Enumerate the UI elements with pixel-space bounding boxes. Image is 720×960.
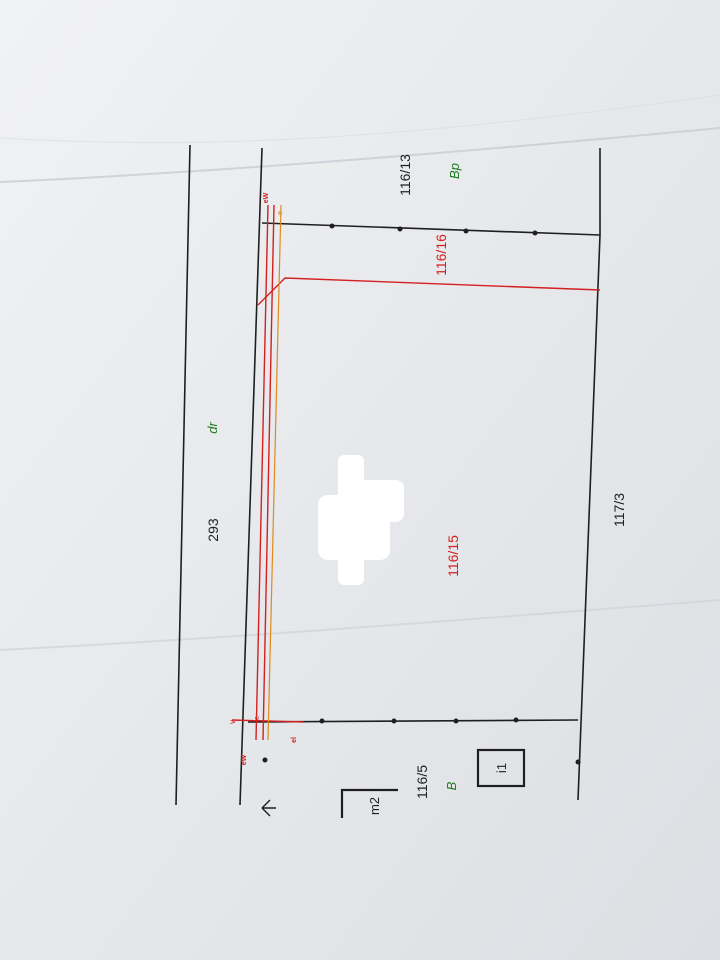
paper-fold (0, 599, 720, 651)
marker-ew-bottom: eW (241, 754, 248, 765)
redaction-mark (318, 455, 404, 585)
building-code-i1: i1 (494, 763, 509, 773)
boundary-116-16 (257, 277, 601, 306)
parcel-label-117-3: 117/3 (611, 493, 627, 527)
land-use-bp: Bp (447, 163, 462, 179)
vertex (397, 226, 403, 232)
vertex (453, 718, 459, 724)
paper-fold (0, 127, 720, 183)
road-arrow-icon (261, 799, 276, 817)
marker-ew-top: eW (263, 192, 270, 203)
marker-e-top: e (277, 211, 284, 215)
parcel-label-116-15: 116/15 (445, 535, 461, 577)
parcel-label-116-13: 116/13 (397, 154, 413, 196)
vertex (513, 717, 519, 723)
vertex (575, 759, 581, 765)
building-m2 (340, 788, 398, 818)
road-edge-left (175, 144, 191, 806)
vertex (532, 230, 538, 236)
road-edge-right (239, 147, 263, 806)
marker-e-bottom: e (254, 716, 261, 720)
marker-el-bottom: el (291, 737, 298, 743)
parcel-label-116-5: 116/5 (414, 765, 430, 799)
marker-v-bottom: v (228, 720, 237, 724)
land-use-dr: dr (205, 422, 220, 434)
paper-fold (0, 94, 720, 144)
boundary-116-13-bottom (261, 222, 601, 236)
vertex (391, 718, 397, 724)
vertex (329, 223, 335, 229)
land-use-b: B (444, 781, 459, 790)
utility-line-red-1 (255, 204, 269, 741)
boundary-116-15-right (577, 234, 601, 801)
utility-line-red-2 (262, 204, 275, 741)
vertex (319, 718, 325, 724)
vertex (262, 757, 268, 763)
parcel-label-116-16: 116/16 (433, 234, 449, 276)
building-i1 (476, 748, 526, 788)
parcel-label-293: 293 (205, 518, 221, 542)
vertex (463, 228, 469, 234)
utility-line-orange (267, 204, 282, 741)
building-code-m2: m2 (367, 797, 382, 815)
